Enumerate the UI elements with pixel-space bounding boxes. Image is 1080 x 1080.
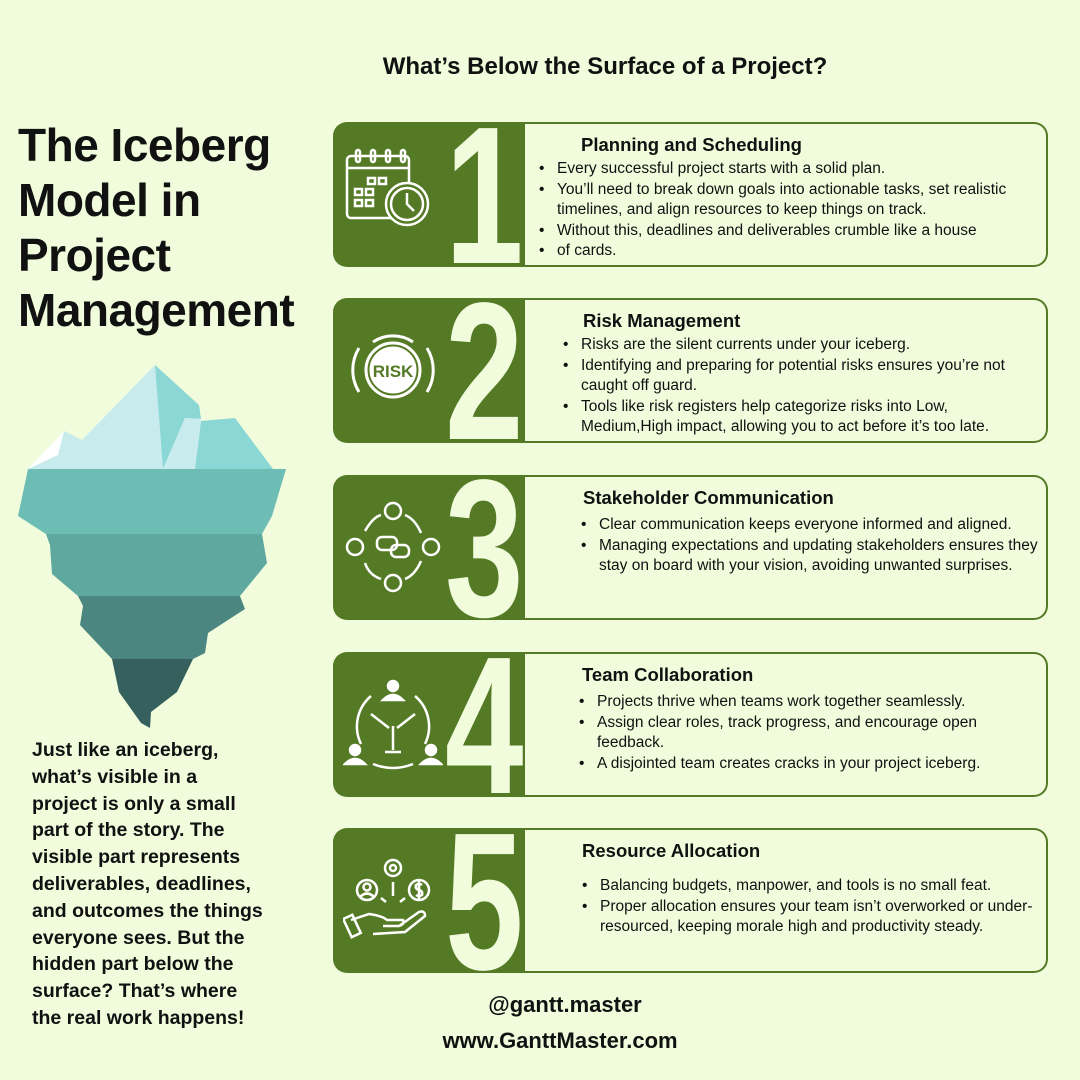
iceberg-band-2: [46, 534, 267, 596]
card-title: Resource Allocation: [582, 840, 761, 861]
card-risk-management: 2 RISK Risk Management Risks are the sil…: [333, 274, 1048, 470]
card-stakeholder-communication: 3 Stakeholder Communication Clear commun…: [333, 451, 1048, 647]
title-line: The Iceberg: [18, 119, 271, 171]
description-line: part of the story. The: [32, 819, 225, 842]
description-line: the real work happens!: [32, 1006, 245, 1029]
card-content: Team Collaboration Projects thrive when …: [577, 664, 1040, 774]
bullet-item: You’ll need to break down goals into act…: [537, 180, 1040, 221]
card-resource-allocation: 5 Resource Allocation Balancing budgets,…: [333, 804, 1048, 1000]
card-number: 4: [445, 616, 524, 835]
bullet-item: Managing expectations and updating stake…: [579, 536, 1040, 577]
card-title: Team Collaboration: [582, 664, 754, 685]
card-team-collaboration: 4 Team Collaboration Projects thrive whe…: [333, 628, 1048, 824]
iceberg-description: Just like an iceberg, what’s visible in …: [32, 737, 263, 1032]
card-content: Planning and Scheduling Every successful…: [537, 134, 1040, 262]
bullet-item: Tools like risk registers help categoriz…: [561, 397, 1040, 438]
card-number-block: [333, 652, 533, 797]
team-hands-icon: [343, 679, 443, 770]
title-line: Management: [18, 284, 295, 336]
card-title: Risk Management: [583, 310, 741, 331]
iceberg-band-4: [112, 659, 193, 728]
page-header: What’s Below the Surface of a Project?: [382, 53, 828, 80]
bullet-item: Risks are the silent currents under your…: [561, 335, 1040, 356]
bullet-item: Proper allocation ensures your team isn’…: [580, 897, 1040, 938]
bullet-item: Assign clear roles, track progress, and …: [577, 713, 1040, 754]
description-line: deliverables, deadlines,: [32, 872, 251, 895]
card-title: Planning and Scheduling: [581, 134, 802, 155]
bullet-item: A disjointed team creates cracks in your…: [577, 754, 1040, 775]
bullet-list: Clear communication keeps everyone infor…: [579, 515, 1040, 577]
page-title: The Iceberg Model in Project Management: [18, 118, 295, 338]
risk-icon-text: RISK: [373, 362, 414, 381]
iceberg-tip-light: [28, 365, 163, 469]
stakeholder-communication-icon: [345, 501, 441, 593]
bullet-item: of cards.: [537, 241, 1040, 262]
card-content: Resource Allocation Balancing budgets, m…: [582, 840, 1040, 938]
bullet-list: Every successful project starts with a s…: [537, 159, 1040, 262]
description-line: project is only a small: [32, 792, 236, 815]
bullet-item: Clear communication keeps everyone infor…: [579, 515, 1040, 536]
iceberg-tip-right: [195, 418, 273, 469]
bullet-item: Balancing budgets, manpower, and tools i…: [580, 876, 1040, 897]
card-number: 1: [445, 86, 524, 305]
social-handle: @gantt.master: [488, 992, 642, 1017]
description-line: Just like an iceberg,: [32, 739, 219, 761]
card-number-block: [333, 475, 533, 620]
card-title: Stakeholder Communication: [583, 487, 834, 508]
card-number: 2: [445, 262, 524, 481]
card-content: Stakeholder Communication Clear communic…: [581, 487, 1040, 577]
bullet-item: Projects thrive when teams work together…: [577, 692, 1040, 713]
card-planning-scheduling: 1 Planning and Scheduling Every successf…: [333, 98, 1048, 294]
iceberg-band-3: [78, 596, 245, 659]
calendar-clock-icon: [345, 148, 430, 227]
bullet-item: Every successful project starts with a s…: [537, 159, 1040, 180]
bullet-list: Projects thrive when teams work together…: [577, 692, 1040, 774]
bullet-list: Risks are the silent currents under your…: [561, 335, 1040, 438]
card-content: Risk Management Risks are the silent cur…: [561, 310, 1040, 438]
description-line: surface? That’s where: [32, 980, 238, 1003]
description-line: everyone sees. But the: [32, 926, 245, 949]
risk-gauge-icon: RISK: [351, 334, 435, 399]
website-link[interactable]: www.GanttMaster.com: [442, 1028, 678, 1053]
card-number: 5: [445, 792, 524, 1011]
iceberg-tip-sliver: [163, 418, 201, 469]
iceberg-tip-shade: [155, 365, 201, 469]
bullet-item: Identifying and preparing for potential …: [561, 356, 1040, 397]
bullet-item: Without this, deadlines and deliverables…: [537, 221, 1040, 242]
iceberg-band-1: [18, 469, 286, 534]
description-line: hidden part below the: [32, 953, 234, 976]
bullet-list: Balancing budgets, manpower, and tools i…: [580, 876, 1040, 938]
card-number: 3: [445, 439, 524, 658]
description-line: and outcomes the things: [32, 899, 263, 922]
title-line: Model in: [18, 174, 201, 226]
description-line: visible part represents: [32, 846, 241, 869]
resource-hand-icon: [343, 858, 431, 939]
title-line: Project: [18, 229, 171, 281]
iceberg-tip-highlight: [28, 431, 64, 469]
description-line: what’s visible in a: [32, 765, 198, 788]
iceberg-illustration: [18, 365, 286, 728]
